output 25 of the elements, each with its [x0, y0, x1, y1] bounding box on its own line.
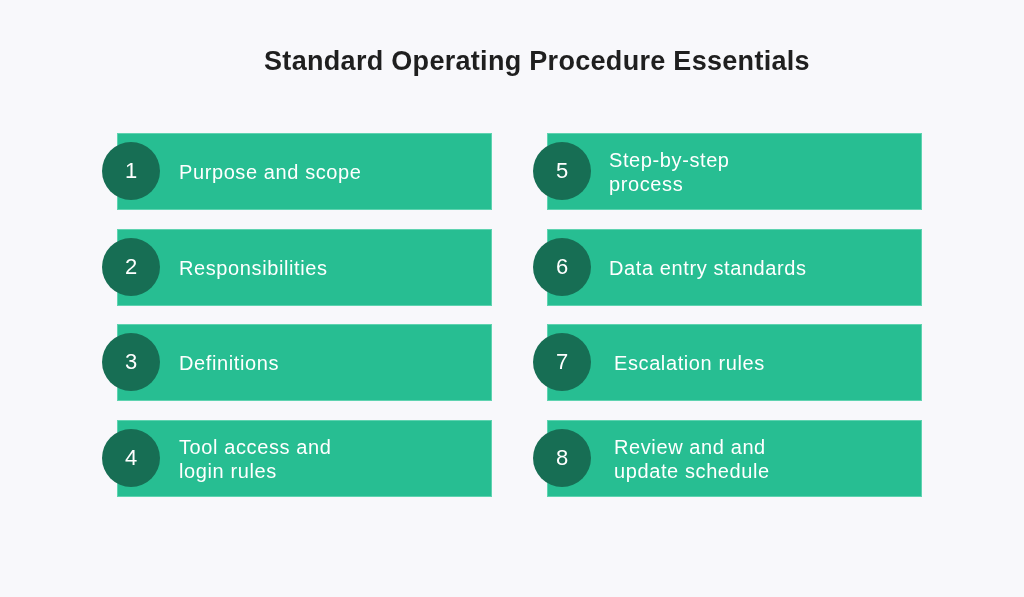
item-label: Data entry standards	[609, 256, 808, 280]
item-card	[547, 229, 922, 306]
item-card	[547, 420, 922, 497]
item-label: Purpose and scope	[179, 160, 363, 184]
item-card	[547, 133, 922, 210]
step-number-badge: 1	[102, 142, 160, 200]
step-number-badge: 8	[533, 429, 591, 487]
item-label: Escalation rules	[614, 351, 766, 375]
item-label: Responsibilities	[179, 256, 329, 280]
item-label: Tool access and login rules	[179, 435, 333, 483]
item-card	[117, 133, 492, 210]
title: Standard Operating Procedure Essentials	[263, 46, 811, 77]
item-card	[117, 229, 492, 306]
item-card	[117, 420, 492, 497]
item-label: Step-by-step process	[609, 148, 731, 196]
item-card	[117, 324, 492, 401]
item-card	[547, 324, 922, 401]
step-number-badge: 7	[533, 333, 591, 391]
step-number-badge: 3	[102, 333, 160, 391]
step-number-badge: 4	[102, 429, 160, 487]
item-label: Definitions	[179, 351, 280, 375]
item-label: Review and and update schedule	[614, 435, 771, 483]
step-number-badge: 5	[533, 142, 591, 200]
step-number-badge: 2	[102, 238, 160, 296]
step-number-badge: 6	[533, 238, 591, 296]
